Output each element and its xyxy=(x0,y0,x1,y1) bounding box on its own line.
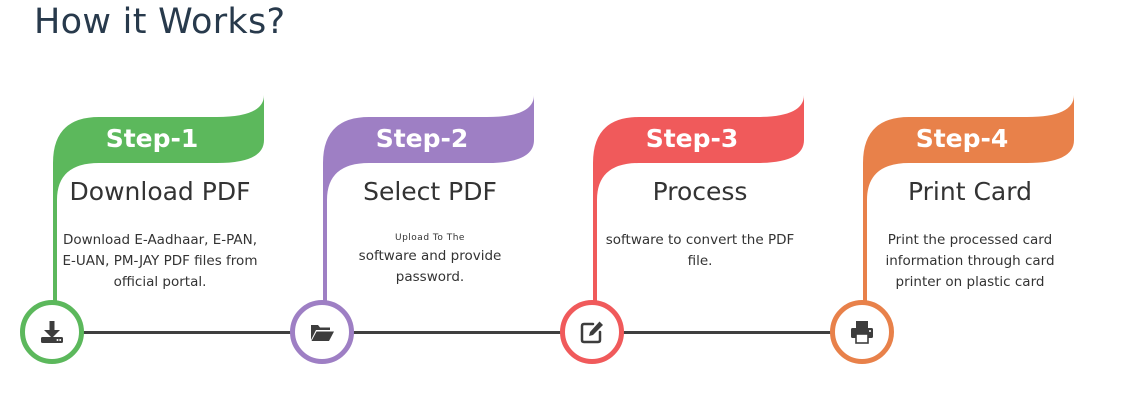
step-3-icon-circle xyxy=(560,300,624,364)
timeline-line xyxy=(54,331,866,334)
step-4-label: Step-4 xyxy=(915,124,1009,153)
step-2-description: Upload To The software and provide passw… xyxy=(327,230,533,288)
step-1-label: Step-1 xyxy=(105,124,199,153)
step-2-card: Step-2 Select PDF Upload To The software… xyxy=(287,95,557,370)
step-3-label: Step-3 xyxy=(645,124,739,153)
step-1-ribbon xyxy=(53,95,264,305)
step-1-title: Download PDF xyxy=(69,177,251,206)
step-4-description-text: Print the processed card information thr… xyxy=(885,232,1055,290)
step-3-card: Step-3 Process software to convert the P… xyxy=(557,95,827,370)
step-2-description-small: Upload To The xyxy=(395,233,465,243)
step-3-description-text: software to convert the PDF file. xyxy=(605,232,795,269)
edit-icon xyxy=(580,321,603,344)
step-1-description-text: Download E-Aadhaar, E-PAN, E-UAN, PM-JAY… xyxy=(62,232,258,290)
step-2-title: Select PDF xyxy=(363,177,497,206)
step-2-icon-circle xyxy=(290,300,354,364)
step-3-description: software to convert the PDF file. xyxy=(597,230,803,272)
step-1-card: Step-1 Download PDF Download E-Aadhaar, … xyxy=(17,95,287,370)
step-4-ribbon xyxy=(863,95,1074,305)
step-2-description-text: software and provide password. xyxy=(358,248,502,285)
step-1-description: Download E-Aadhaar, E-PAN, E-UAN, PM-JAY… xyxy=(57,230,263,293)
step-2-ribbon xyxy=(323,95,534,305)
page-title: How it Works? xyxy=(34,2,286,42)
step-4-description: Print the processed card information thr… xyxy=(867,230,1073,293)
step-3-title: Process xyxy=(652,177,748,206)
download-icon xyxy=(41,321,63,343)
step-4-icon-circle xyxy=(830,300,894,364)
folder-open-icon xyxy=(311,325,334,341)
step-4-title: Print Card xyxy=(908,177,1032,206)
step-1-icon-circle xyxy=(20,300,84,364)
step-3-ribbon xyxy=(593,95,804,305)
printer-icon xyxy=(851,321,873,344)
step-2-label: Step-2 xyxy=(375,124,469,153)
step-4-card: Step-4 Print Card Print the processed ca… xyxy=(827,95,1097,370)
